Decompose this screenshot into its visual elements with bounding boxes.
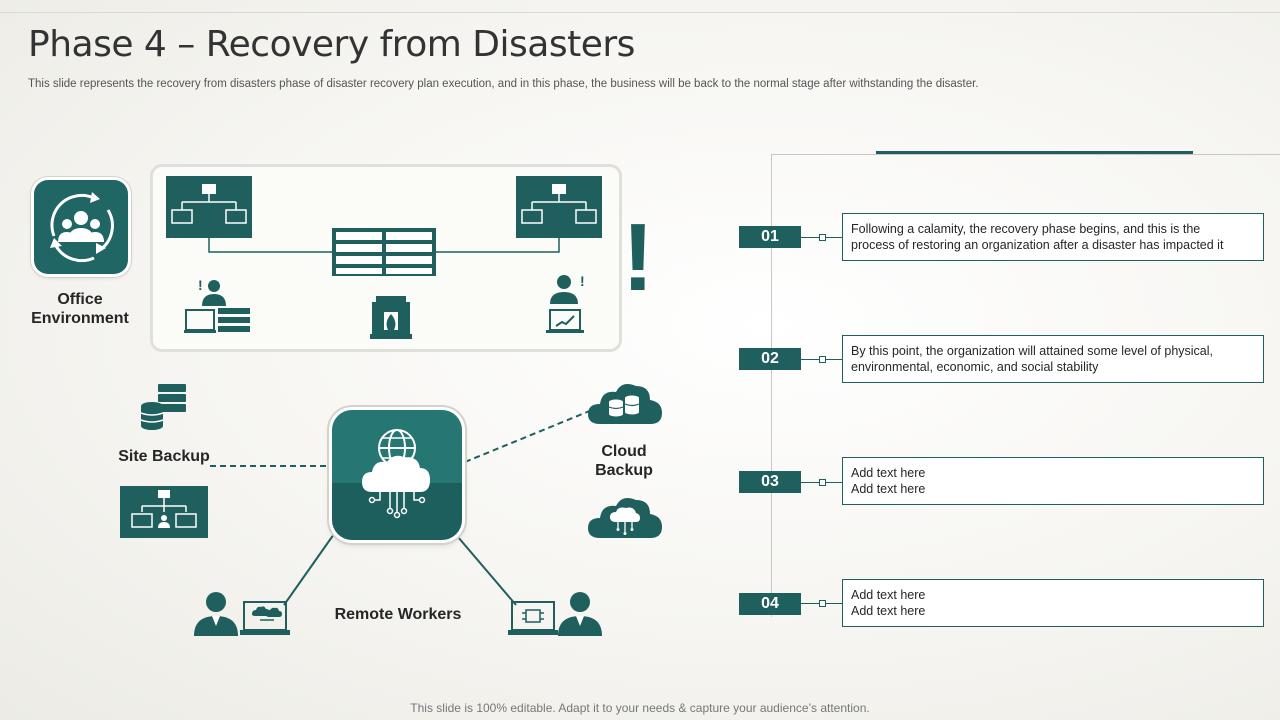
- office-network-graphic: ! !: [166, 176, 602, 339]
- cloud-backup-line2: Backup: [595, 462, 653, 479]
- step-description: Following a calamity, the recovery phase…: [842, 213, 1264, 261]
- svg-text:!: !: [580, 273, 585, 289]
- step-connector: [801, 482, 819, 483]
- server-rack-icon: [332, 228, 436, 276]
- cloud-network-tile: [332, 410, 462, 540]
- step-connector: [801, 603, 819, 604]
- step-text-line: environmental, economic, and social stab…: [851, 360, 1099, 374]
- top-rule: [0, 12, 1280, 13]
- alert-person-icon-right: !: [546, 273, 585, 333]
- step-text-line: Add text here: [851, 482, 926, 496]
- step-text-line: Add text here: [851, 604, 926, 618]
- remote-workers-label: Remote Workers: [334, 606, 462, 623]
- office-environment-tile: [34, 180, 128, 274]
- step-connector: [801, 359, 819, 360]
- step-connector: [825, 603, 843, 604]
- network-monitor-icon-right: [516, 176, 602, 238]
- footer-note: This slide is 100% editable. Adapt it to…: [410, 701, 870, 715]
- step-number: 01: [739, 226, 801, 248]
- step-description: Add text here Add text here: [842, 579, 1264, 627]
- office-environment-label: Office Environment: [20, 290, 140, 328]
- remote-worker-icon-left: [194, 592, 290, 636]
- step-description: By this point, the organization will att…: [842, 335, 1264, 383]
- alert-person-icon-left: !: [184, 277, 250, 333]
- step-text-line: By this point, the organization will att…: [851, 344, 1213, 358]
- step-text-line: Add text here: [851, 588, 926, 602]
- site-network-icon: [120, 486, 208, 538]
- cloud-database-icon: [588, 384, 662, 424]
- cloud-network-small-icon: [588, 498, 662, 538]
- cloud-network-icon: [362, 429, 430, 519]
- office-label-line2: Environment: [31, 310, 129, 327]
- step-number: 04: [739, 593, 801, 615]
- site-backup-label: Site Backup: [118, 448, 210, 465]
- page-subtitle: This slide represents the recovery from …: [28, 78, 979, 90]
- step-number: 03: [739, 471, 801, 493]
- step-connector: [825, 482, 843, 483]
- fireplace-icon: [370, 296, 412, 339]
- step-text-line: Add text here: [851, 466, 926, 480]
- cloud-backup-label: Cloud Backup: [572, 442, 676, 480]
- step-description: Add text here Add text here: [842, 457, 1264, 505]
- remote-worker-icon-right: [508, 592, 602, 636]
- network-monitor-icon-left: [166, 176, 252, 238]
- people-cycle-icon: [50, 192, 114, 263]
- step-connector: [825, 359, 843, 360]
- step-connector: [825, 237, 843, 238]
- timeline-accent-bar: [876, 151, 1193, 154]
- alert-exclamation: !: [622, 204, 654, 311]
- timeline-vertical-line: [771, 154, 772, 617]
- page-title: Phase 4 – Recovery from Disasters: [28, 24, 635, 65]
- step-number: 02: [739, 348, 801, 370]
- svg-text:!: !: [198, 277, 203, 293]
- timeline-top-line: [771, 154, 1280, 155]
- cloud-backup-line1: Cloud: [601, 443, 647, 460]
- step-connector: [801, 237, 819, 238]
- database-icon: [140, 384, 186, 430]
- office-label-line1: Office: [57, 291, 103, 308]
- step-text-line: process of restoring an organization aft…: [851, 238, 1224, 252]
- step-text-line: Following a calamity, the recovery phase…: [851, 222, 1201, 236]
